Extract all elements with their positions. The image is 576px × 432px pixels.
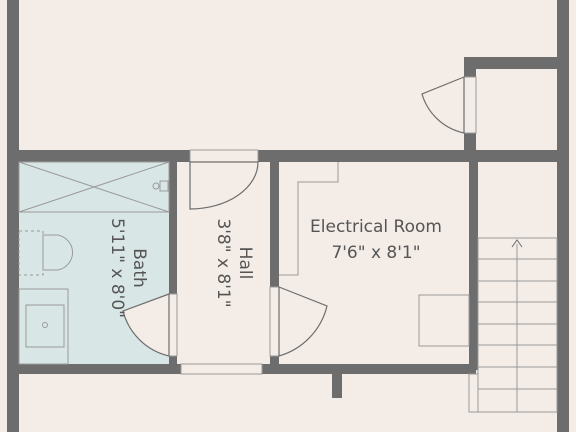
- wall-bottom-stub: [332, 374, 342, 398]
- wall-bath-hall-upper: [169, 162, 177, 294]
- wall-right-outer: [557, 0, 569, 432]
- bath-label: Bath 5'11" x 8'0": [107, 218, 149, 318]
- bath-name: Bath: [129, 248, 149, 288]
- hall-bottom-threshold: [180, 363, 263, 375]
- bath-dims: 5'11" x 8'0": [107, 218, 127, 318]
- wall-middle-right: [258, 150, 569, 162]
- electrical-room-label: Electrical Room 7'6" x 8'1": [310, 217, 442, 263]
- wall-bottom-middle: [262, 364, 476, 374]
- shower-valve: [159, 180, 169, 192]
- hall-name: Hall: [235, 247, 255, 280]
- hall-top-door-swing: [189, 161, 259, 210]
- wall-closet-vertical-lower: [464, 133, 476, 162]
- electrical-room-dims: 7'6" x 8'1": [331, 243, 420, 263]
- wall-closet-vertical: [464, 57, 476, 77]
- sink-drain: [42, 322, 48, 328]
- vanity: [18, 288, 69, 365]
- toilet-icon: [18, 230, 74, 276]
- wall-bottom-left: [7, 364, 181, 374]
- elec-door-swing: [278, 286, 328, 357]
- sink-icon: [18, 288, 69, 365]
- hall-label: Hall 3'8" x 8'1": [213, 218, 255, 307]
- elec-door-threshold: [269, 286, 280, 357]
- wall-elec-stairs: [469, 162, 478, 370]
- sink-basin: [25, 304, 65, 348]
- wall-hall-elec-lower: [270, 356, 279, 366]
- wall-middle-left: [7, 150, 190, 162]
- shower-cross-b: [18, 161, 170, 213]
- stair-bottom-threshold: [468, 373, 479, 413]
- electrical-chase: [279, 162, 339, 276]
- closet-threshold: [463, 76, 477, 134]
- door-swings: [122, 76, 465, 357]
- wall-top-right-stub: [464, 57, 569, 69]
- door-thresholds: [168, 76, 479, 413]
- electrical-room-fixtures: [279, 162, 470, 347]
- stairs: [477, 237, 558, 413]
- bath-door-threshold: [168, 293, 178, 357]
- hall-dims: 3'8" x 8'1": [213, 218, 233, 307]
- shower-head: [152, 182, 160, 190]
- shower-icon: [18, 161, 170, 213]
- hall-top-threshold: [189, 149, 259, 163]
- wall-left-outer: [7, 0, 19, 432]
- wall-hall-elec-upper: [270, 162, 279, 287]
- bath-door-swing: [122, 293, 170, 357]
- electrical-room-name: Electrical Room: [310, 217, 442, 237]
- closet-door-swing: [421, 76, 465, 134]
- toilet-tank: [18, 230, 44, 276]
- wall-bath-hall-lower: [169, 356, 177, 366]
- shower-tray: [18, 161, 170, 213]
- toilet-bowl: [42, 234, 74, 271]
- walls: [7, 0, 569, 432]
- electrical-panel-box: [418, 294, 470, 347]
- arrow-up-icon: [511, 239, 523, 248]
